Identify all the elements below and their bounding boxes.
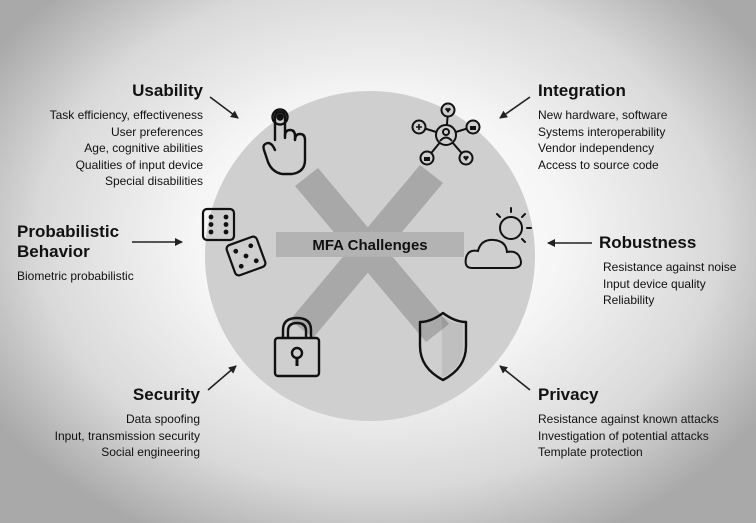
probabilistic-title-line-1: Probabilistic <box>17 222 120 241</box>
list-item: Data spoofing <box>125 412 200 426</box>
list-item: Task efficiency, effectiveness <box>49 108 203 122</box>
probabilistic-block: Probabilistic Behavior Biometric probabi… <box>17 222 134 285</box>
padlock-icon <box>273 316 321 378</box>
arrow-integration <box>499 96 531 119</box>
usability-title: Usability <box>132 81 203 100</box>
privacy-title: Privacy <box>538 385 599 404</box>
robustness-title: Robustness <box>599 233 697 252</box>
dice-icon <box>201 207 267 277</box>
shield-icon <box>418 311 468 382</box>
usability-block: Usability Task efficiency, effectiveness… <box>50 81 203 190</box>
list-item: Resistance against known attacks <box>538 412 719 426</box>
list-item: Investigation of potential attacks <box>538 428 709 443</box>
list-item: Qualities of input device <box>75 157 203 172</box>
list-item: Input device quality <box>603 276 706 291</box>
arrow-security <box>207 365 237 391</box>
list-item: Biometric probabilistic <box>17 269 134 283</box>
list-item: Access to source code <box>538 157 659 172</box>
list-item: Systems interoperability <box>538 124 666 139</box>
list-item: New hardware, software <box>538 108 668 122</box>
privacy-block: Privacy Resistance against known attacks… <box>538 385 719 461</box>
center-banner <box>276 232 464 257</box>
list-item: Age, cognitive abilities <box>84 141 203 155</box>
integration-title: Integration <box>538 81 626 100</box>
list-item: Resistance against noise <box>603 260 737 274</box>
arrows <box>132 96 592 391</box>
list-item: User preferences <box>110 124 203 139</box>
list-item: Special disabilities <box>104 174 203 188</box>
list-item: Template protection <box>538 445 643 459</box>
arrow-usability <box>209 96 239 119</box>
list-item: Social engineering <box>101 445 200 459</box>
probabilistic-items: Biometric probabilistic <box>17 268 134 285</box>
list-item: Vendor independency <box>538 141 655 155</box>
touch-hand-icon <box>262 108 307 176</box>
cloud-sun-icon <box>464 207 532 269</box>
arrow-privacy <box>499 365 531 391</box>
probabilistic-title-line-2: Behavior <box>17 242 90 261</box>
security-title: Security <box>132 385 200 404</box>
list-item: Input, transmission security <box>54 428 200 443</box>
network-hub-icon <box>411 102 481 166</box>
list-item: Reliability <box>603 293 655 307</box>
center-label: MFA Challenges <box>312 237 427 254</box>
